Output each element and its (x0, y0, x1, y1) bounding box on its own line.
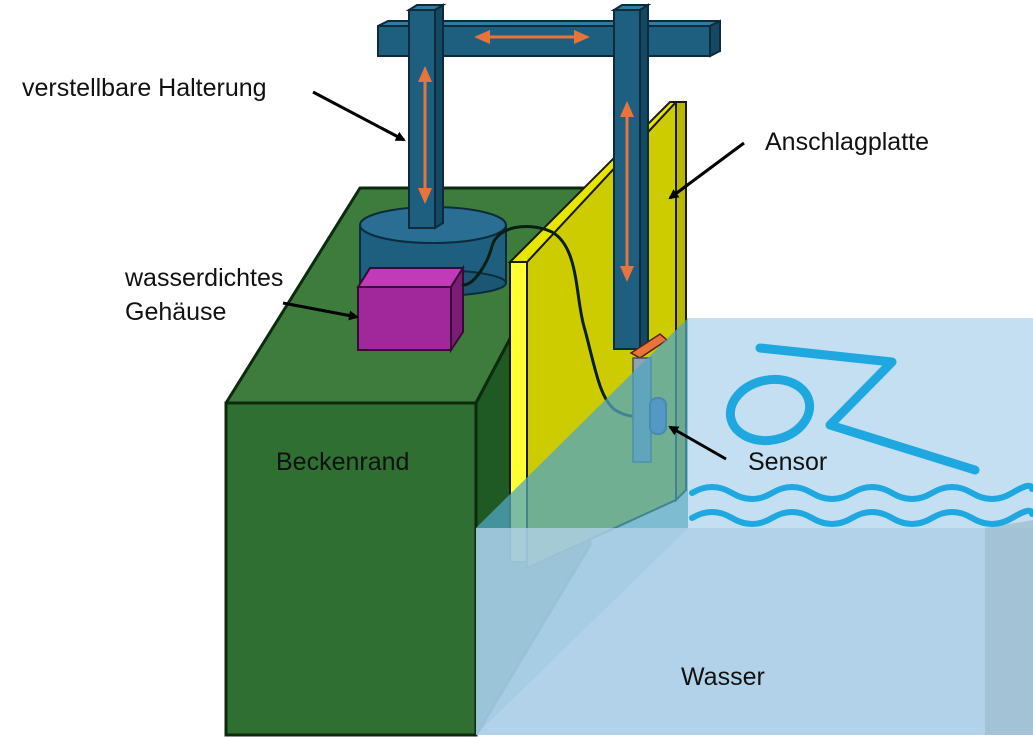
holder-post-right (610, 3, 652, 351)
water-right-side (985, 520, 1033, 735)
adjust-arrow-left-vertical (418, 66, 432, 204)
label-anschlagplatte: Anschlagplatte (765, 128, 929, 156)
beckenrand-front (224, 401, 478, 737)
label-sensor: Sensor (748, 448, 827, 476)
callout-arrows (282, 90, 745, 461)
callout-gehaeuse (282, 301, 359, 321)
adjust-arrow-horizontal (474, 30, 590, 44)
housing-box (356, 264, 465, 354)
label-gehaeuse-line1: wasserdichtes (124, 264, 283, 292)
water-volume (476, 318, 1033, 735)
adjust-arrows (418, 30, 634, 282)
callout-sensor (668, 425, 727, 461)
label-halterung: verstellbare Halterung (22, 74, 267, 102)
callout-halterung (312, 90, 406, 142)
label-wasser: Wasser (681, 663, 765, 691)
swimmer-icon (725, 343, 980, 475)
wave-icon (689, 482, 1033, 527)
water-back (688, 318, 1033, 528)
water-front (476, 528, 1033, 735)
label-beckenrand: Beckenrand (276, 448, 409, 476)
callout-anschlagplatte (668, 141, 745, 200)
water-top (476, 318, 1033, 528)
holder-crossbar (377, 19, 721, 58)
adjust-arrow-right-vertical (620, 101, 634, 282)
label-gehaeuse-line2: Gehäuse (125, 298, 226, 326)
